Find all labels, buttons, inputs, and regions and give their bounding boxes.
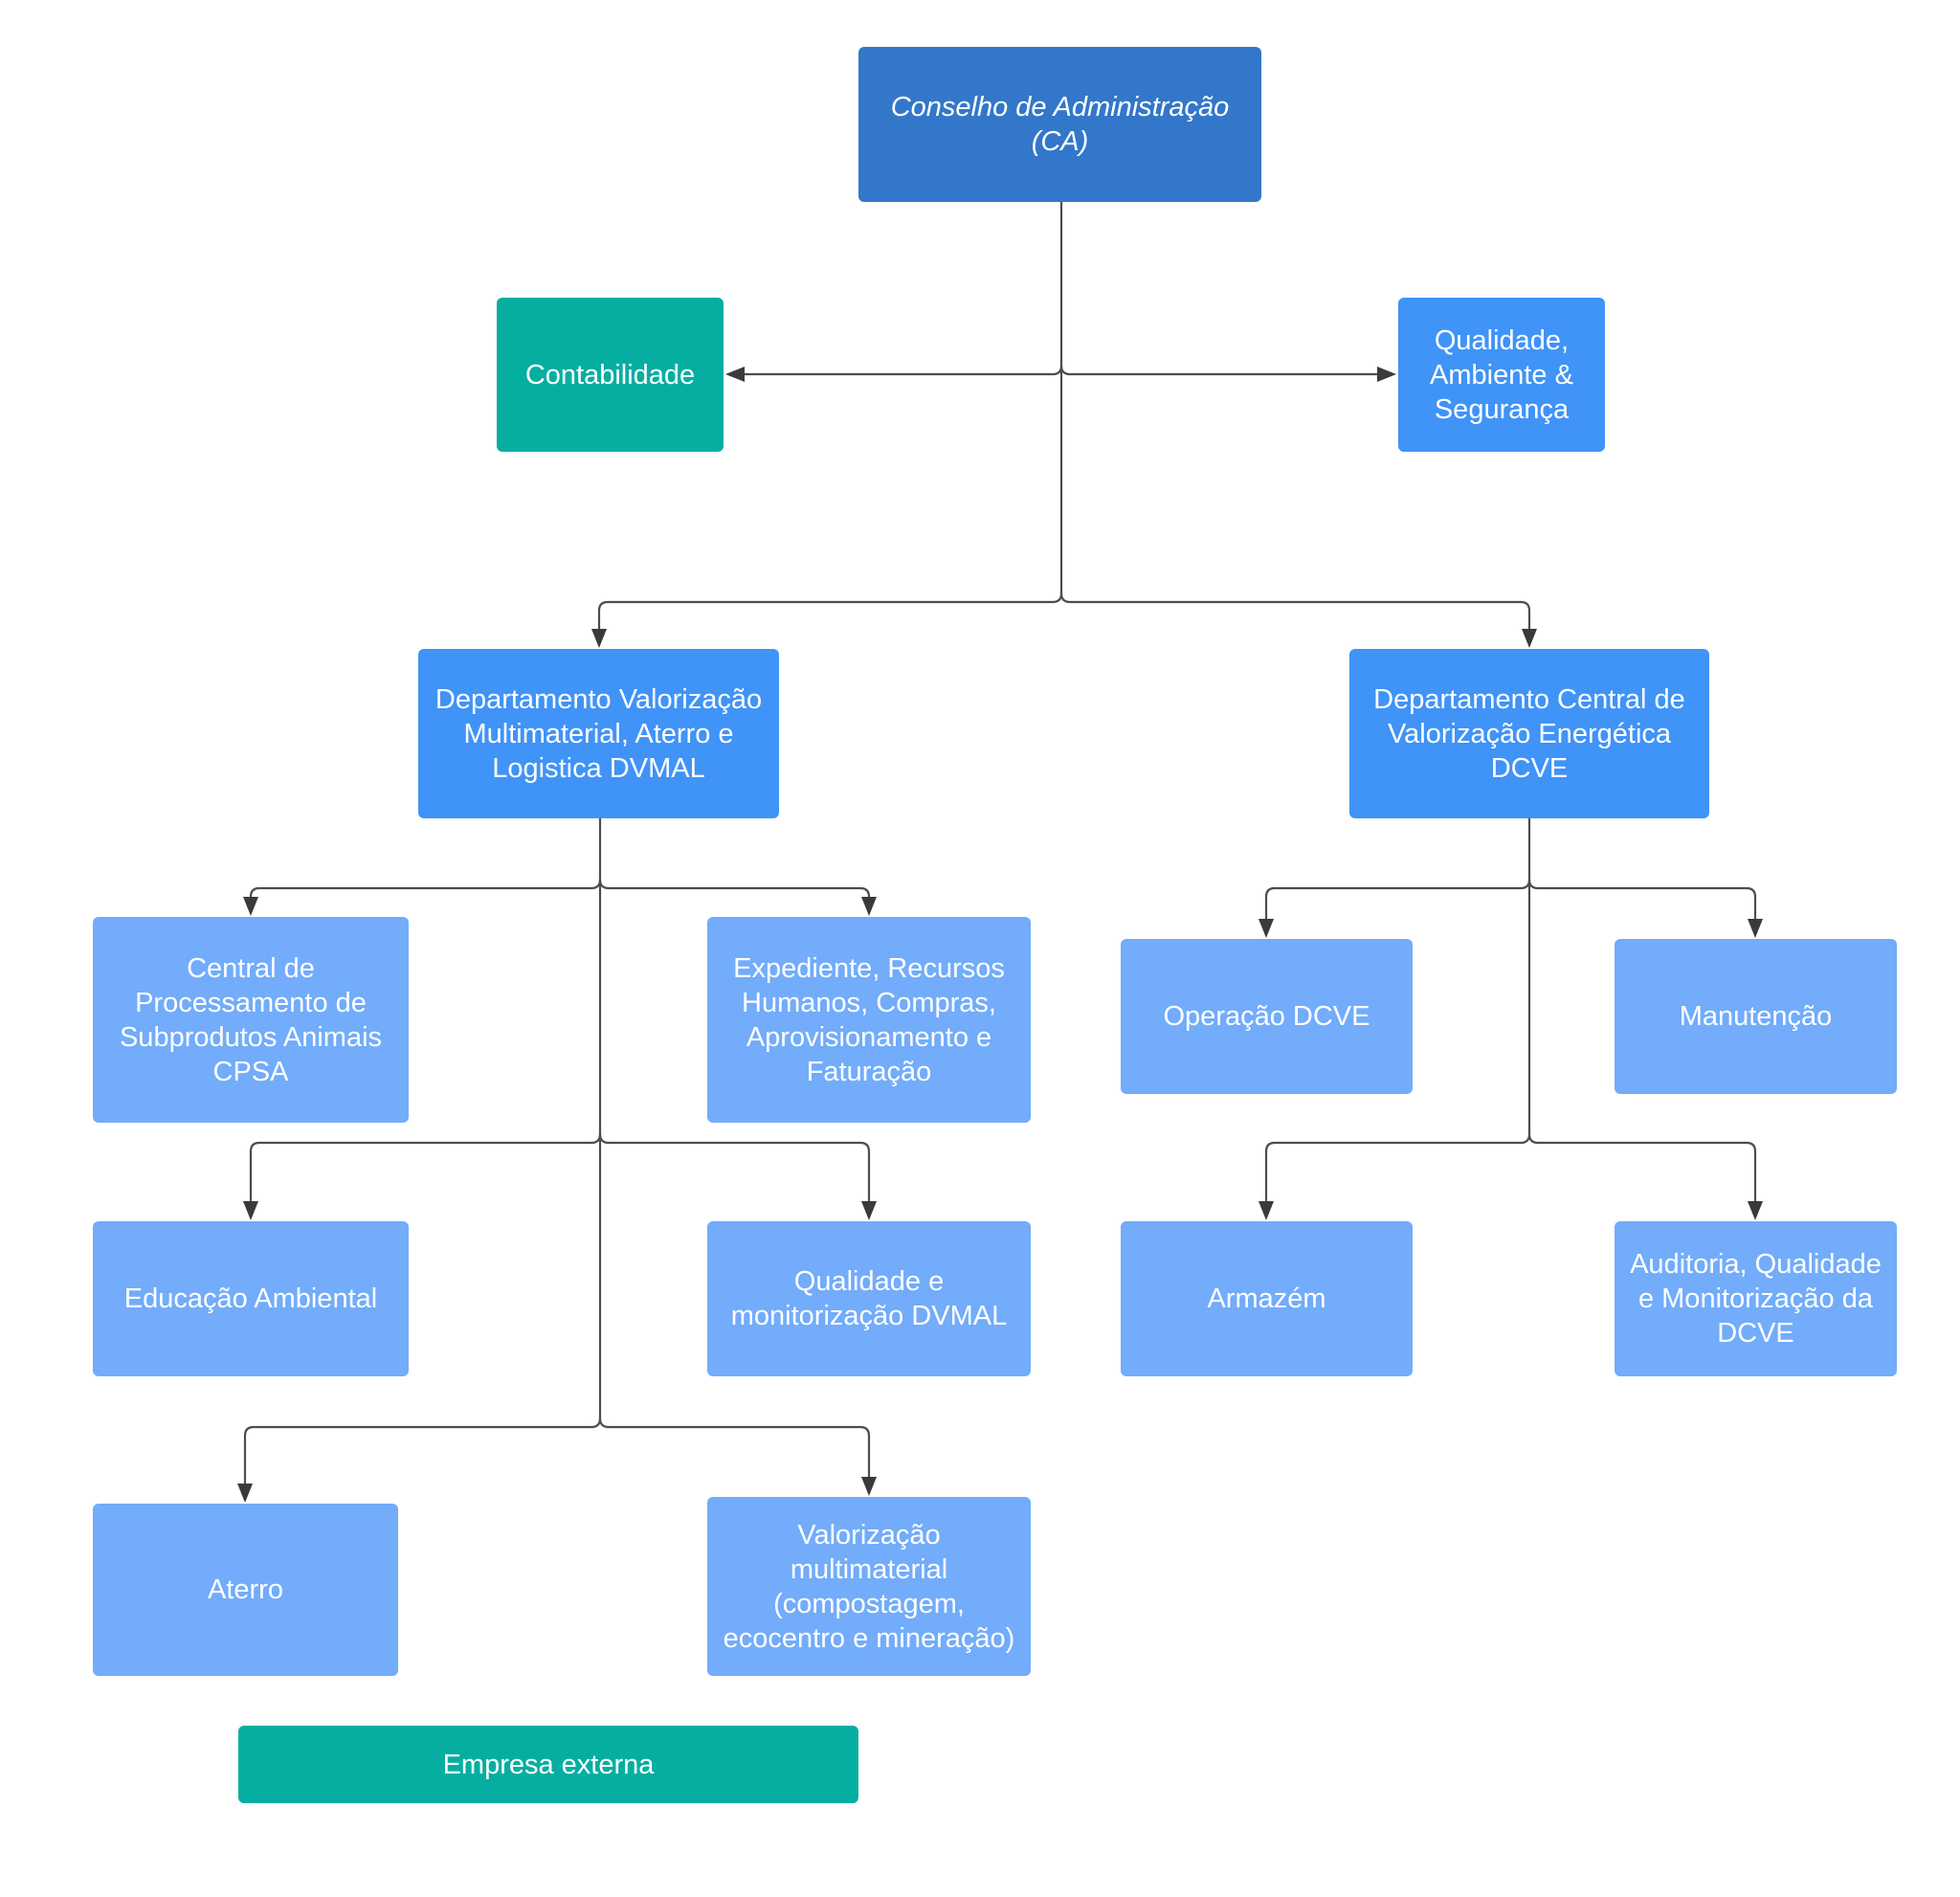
node-operacao-dcve: Operação DCVE xyxy=(1121,939,1413,1094)
connector-auditoria-arrowhead xyxy=(1748,1201,1763,1220)
node-educacao-ambiental: Educação Ambiental xyxy=(93,1221,409,1376)
connector-valorizacao xyxy=(598,1417,871,1477)
connector-dvmal xyxy=(597,592,1063,629)
connector-aterro xyxy=(243,1417,602,1484)
connector-educacao xyxy=(249,1133,602,1201)
connector-cpsa-arrowhead xyxy=(243,897,258,916)
connector-expediente xyxy=(598,879,871,898)
connector-cpsa xyxy=(249,879,602,898)
connector-dvmal-arrowhead xyxy=(591,629,607,648)
node-contabilidade: Contabilidade xyxy=(497,298,724,452)
connector-operacao-arrowhead xyxy=(1258,919,1274,938)
node-armazem: Armazém xyxy=(1121,1221,1413,1376)
connector-expediente-arrowhead xyxy=(861,897,877,916)
connector-operacao xyxy=(1264,879,1531,919)
connector-auditoria xyxy=(1527,1133,1757,1201)
connector-contabilidade-arrowhead xyxy=(725,367,745,382)
connector-manutencao xyxy=(1527,879,1757,919)
connector-manutencao-arrowhead xyxy=(1748,919,1763,938)
node-valorizacao-multimaterial: Valorização multimaterial (compostagem, … xyxy=(707,1497,1031,1676)
node-dvmal: Departamento Valorização Multimaterial, … xyxy=(418,649,779,818)
connector-qualidade-dvmal-arrowhead xyxy=(861,1201,877,1220)
connector-qas xyxy=(1059,365,1377,376)
node-manutencao: Manutenção xyxy=(1615,939,1897,1094)
connector-valorizacao-arrowhead xyxy=(861,1477,877,1496)
node-qualidade-ambiente-seguranca: Qualidade, Ambiente & Segurança xyxy=(1398,298,1605,452)
node-cpsa: Central de Processamento de Subprodutos … xyxy=(93,917,409,1123)
node-auditoria-dcve: Auditoria, Qualidade e Monitorização da … xyxy=(1615,1221,1897,1376)
connector-aterro-arrowhead xyxy=(237,1484,253,1503)
connector-armazem xyxy=(1264,1133,1531,1201)
connector-contabilidade xyxy=(745,365,1063,376)
connector-educacao-arrowhead xyxy=(243,1201,258,1220)
node-empresa-externa: Empresa externa xyxy=(238,1726,858,1803)
node-qualidade-dvmal: Qualidade e monitorização DVMAL xyxy=(707,1221,1031,1376)
connector-dcve xyxy=(1059,592,1531,629)
node-expediente: Expediente, Recursos Humanos, Compras, A… xyxy=(707,917,1031,1123)
node-aterro: Aterro xyxy=(93,1504,398,1676)
connector-armazem-arrowhead xyxy=(1258,1201,1274,1220)
node-conselho-administracao: Conselho de Administração (CA) xyxy=(858,47,1261,202)
connector-qas-arrowhead xyxy=(1377,367,1396,382)
connector-dcve-arrowhead xyxy=(1522,629,1537,648)
connector-qualidade-dvmal xyxy=(598,1133,871,1201)
node-dcve: Departamento Central de Valorização Ener… xyxy=(1349,649,1709,818)
